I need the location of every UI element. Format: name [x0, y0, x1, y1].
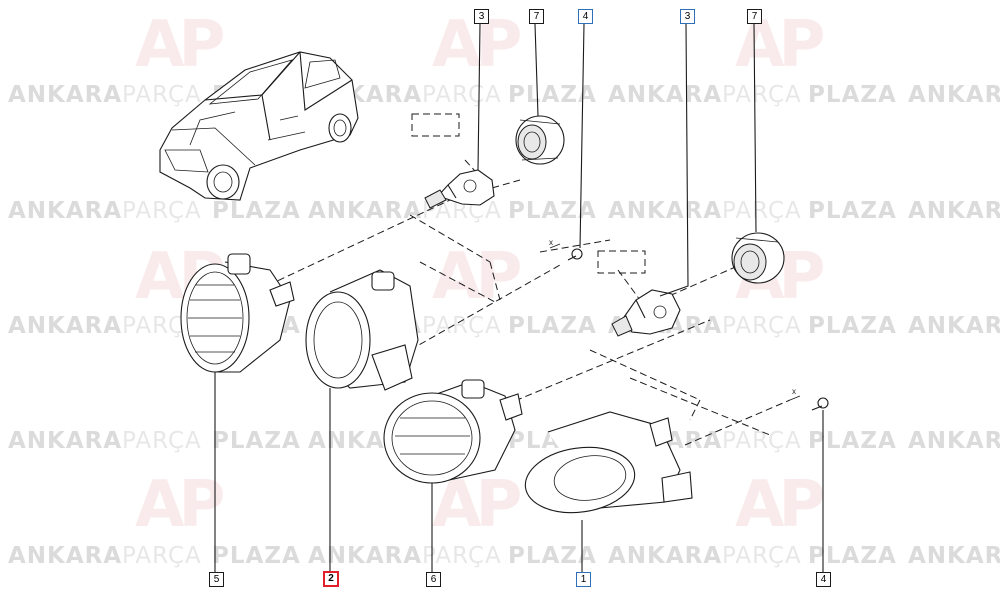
fog-lamp-housing — [305, 269, 419, 391]
watermark-text: ANKARA — [8, 198, 123, 224]
watermark-logo: AP — [135, 468, 225, 542]
callout-5[interactable]: 5 — [209, 572, 224, 587]
callout-3-lower[interactable]: 3 — [680, 9, 695, 24]
watermark-text: ANKAR — [908, 428, 1000, 454]
watermark-row: ANKARA PARÇA PLAZA ANKARA PARÇA PLAZA AN… — [0, 543, 1000, 573]
watermark-text: PARÇA — [722, 82, 802, 108]
watermark-text: PLAZA — [212, 428, 301, 454]
watermark-text: PARÇA — [122, 543, 202, 569]
watermark-row: ANKARA PARÇA PLAZA ANKARA PARÇA PLAZA AN… — [0, 82, 1000, 112]
reference-box — [411, 113, 460, 137]
watermark-text: PLAZA — [508, 82, 597, 108]
car-illustration — [159, 51, 359, 201]
fog-lamp-elongated — [524, 411, 693, 514]
watermark-text: PLAZA — [508, 313, 597, 339]
watermark-logo: AP — [735, 468, 825, 542]
leader-lines — [214, 23, 824, 572]
watermark-text: PLAZA — [808, 82, 897, 108]
callout-4-upper[interactable]: 4 — [578, 9, 593, 24]
watermark-text: PARÇA — [122, 428, 202, 454]
dimension-mark: x — [549, 238, 553, 247]
watermark-text: ANKAR — [908, 82, 1000, 108]
bulb-socket-lower — [731, 232, 785, 284]
callout-3-upper[interactable]: 3 — [474, 9, 489, 24]
callout-1[interactable]: 1 — [576, 572, 591, 587]
watermark-text: PLAZA — [808, 313, 897, 339]
bulb-lower — [611, 289, 681, 337]
bulb-socket-upper — [515, 115, 565, 165]
watermark-text: ANKARA — [608, 543, 723, 569]
fog-lamp-oval — [383, 379, 523, 484]
watermark-text: ANKAR — [908, 198, 1000, 224]
watermark-text: ANKARA — [608, 82, 723, 108]
watermark-text: ANKAR — [908, 543, 1000, 569]
watermark-text: ANKARA — [608, 198, 723, 224]
watermark-text: PARÇA — [722, 543, 802, 569]
callout-7-lower[interactable]: 7 — [747, 9, 762, 24]
bulb-upper — [424, 169, 495, 209]
watermark-text: ANKAR — [908, 313, 1000, 339]
screw-upper — [549, 243, 583, 261]
watermark-text: PARÇA — [122, 198, 202, 224]
dimension-mark: x — [792, 387, 796, 396]
watermark-text: PARÇA — [722, 313, 802, 339]
watermark-text: PARÇA — [722, 428, 802, 454]
watermark-text: PARÇA — [422, 82, 502, 108]
watermark-text: ANKARA — [308, 543, 423, 569]
watermark-text: ANKARA — [8, 313, 123, 339]
watermark-row: ANKARA PARÇA PLAZA ANKARA PARÇA PLAZA AN… — [0, 198, 1000, 228]
screw-lower — [789, 395, 829, 411]
watermark-text: PARÇA — [422, 313, 502, 339]
watermark-text: ANKARA — [8, 543, 123, 569]
watermark-text: ANKARA — [308, 198, 423, 224]
callout-6[interactable]: 6 — [426, 572, 441, 587]
callout-7-upper[interactable]: 7 — [529, 9, 544, 24]
watermark-logo: AP — [432, 240, 522, 314]
watermark-text: PLAZA — [508, 543, 597, 569]
callout-2[interactable]: 2 — [323, 571, 339, 587]
reference-box — [597, 250, 646, 274]
watermark-text: PLAZA — [808, 198, 897, 224]
watermark-text: PARÇA — [122, 82, 202, 108]
watermark-text: ANKARA — [8, 82, 123, 108]
watermark-text: PARÇA — [422, 543, 502, 569]
watermark-text: ANKARA — [8, 428, 123, 454]
watermark-text: PLAZA — [212, 198, 301, 224]
watermark-text: PLAZA — [212, 543, 301, 569]
watermark-logo: AP — [135, 8, 225, 82]
callout-4-lower[interactable]: 4 — [816, 572, 831, 587]
watermark-text: PARÇA — [722, 198, 802, 224]
fog-lamp-round-left — [180, 253, 295, 373]
